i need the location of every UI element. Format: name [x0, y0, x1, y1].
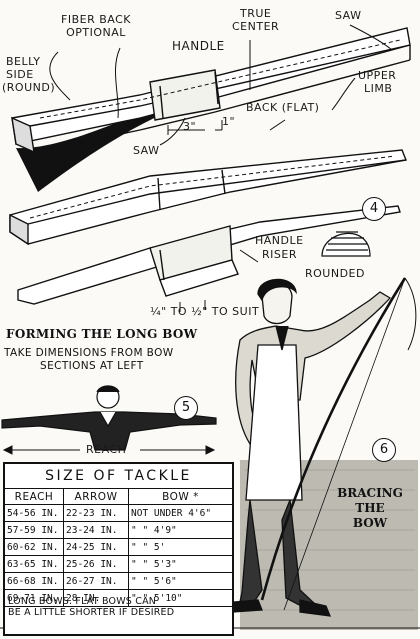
- cell-arrow: 25-26 IN.: [63, 555, 129, 573]
- label-handle-riser-2: RISER: [262, 248, 297, 261]
- archer-figure: [231, 278, 392, 617]
- label-belly: BELLY: [6, 55, 41, 68]
- middle-bow-stave: [9, 149, 407, 246]
- caption-line-3: BOW: [352, 516, 388, 530]
- table-footnote: LONG BOWS. FLAT BOWS CAN BE A LITTLE SHO…: [8, 596, 232, 618]
- cell-bow: " " 5': [128, 538, 232, 556]
- cell-reach: 57-59 IN.: [5, 521, 64, 539]
- caption-line-1: BRACING: [337, 486, 403, 500]
- table-title: SIZE OF TACKLE: [45, 468, 192, 484]
- table-row: 60-62 IN. 24-25 IN. " " 5': [5, 538, 232, 556]
- tackle-size-table: SIZE OF TACKLE REACH ARROW BOW * 54-56 I…: [3, 462, 234, 636]
- table-header-row: REACH ARROW BOW *: [5, 488, 232, 505]
- cell-reach: 60-62 IN.: [5, 538, 64, 556]
- cell-bow: " " 5'6": [128, 572, 232, 590]
- label-reach: REACH: [86, 443, 127, 456]
- cell-bow: " " 4'9": [128, 521, 232, 539]
- table-row: 57-59 IN. 23-24 IN. " " 4'9": [5, 521, 232, 539]
- label-side: SIDE: [6, 68, 34, 81]
- label-saw-mid: SAW: [133, 144, 160, 157]
- cell-bow: NOT UNDER 4'6": [128, 504, 232, 522]
- cell-arrow: 24-25 IN.: [63, 538, 129, 556]
- figure-number-5: 5: [174, 396, 198, 420]
- label-limb: LIMB: [364, 82, 393, 95]
- long-bow: [260, 277, 417, 611]
- label-dim-1: 1": [222, 115, 236, 128]
- section-instruction-1: TAKE DIMENSIONS FROM BOW: [4, 347, 174, 359]
- label-center: CENTER: [232, 20, 280, 33]
- label-true: TRUE: [240, 7, 272, 20]
- table-row: 63-65 IN. 25-26 IN. " " 5'3": [5, 555, 232, 573]
- label-handle-riser-1: HANDLE: [255, 234, 304, 247]
- figure-number-4: 4: [362, 197, 386, 221]
- label-handle: HANDLE: [172, 39, 225, 53]
- figure-number-6: 6: [372, 438, 396, 462]
- label-rounded: ROUNDED: [305, 267, 365, 280]
- table-row: 54-56 IN. 22-23 IN. NOT UNDER 4'6": [5, 504, 232, 522]
- header-bow: BOW *: [128, 488, 232, 505]
- table-row: 66-68 IN. 26-27 IN. " " 5'6": [5, 572, 232, 590]
- label-saw-top: SAW: [335, 9, 362, 22]
- header-reach: REACH: [5, 488, 64, 505]
- reach-figure: [1, 385, 217, 451]
- label-fiber-back: FIBER BACK: [61, 13, 131, 26]
- label-to-suit: ¼" TO ½" TO SUIT: [150, 305, 260, 318]
- cell-reach: 66-68 IN.: [5, 572, 64, 590]
- table-grid: REACH ARROW BOW * 54-56 IN. 22-23 IN. NO…: [5, 488, 232, 607]
- fiber-back-strip: [16, 100, 175, 192]
- section-instruction-2: SECTIONS AT LEFT: [40, 360, 144, 372]
- cell-arrow: 22-23 IN.: [63, 504, 129, 522]
- cell-bow: " " 5'10": [128, 589, 232, 607]
- cell-bow: " " 5'3": [128, 555, 232, 573]
- footnote-line-1: LONG BOWS. FLAT BOWS CAN: [8, 596, 157, 607]
- bottom-bow-stave: [17, 205, 401, 305]
- label-back-flat: BACK (FLAT): [246, 101, 320, 114]
- section-title: FORMING THE LONG BOW: [6, 327, 198, 341]
- label-dim-3: 3": [183, 120, 197, 133]
- leader-lines: [49, 24, 393, 312]
- caption-line-2: THE: [355, 501, 385, 515]
- label-optional: OPTIONAL: [66, 26, 126, 39]
- cell-reach: 63-65 IN.: [5, 555, 64, 573]
- cell-reach: 54-56 IN.: [5, 504, 64, 522]
- cell-arrow: 28 IN.: [63, 589, 129, 607]
- cell-arrow: 23-24 IN.: [63, 521, 129, 539]
- cell-reach: 69-71 IN.: [5, 589, 64, 607]
- label-round: (ROUND): [2, 81, 56, 94]
- header-arrow: ARROW: [63, 488, 129, 505]
- label-upper: UPPER: [358, 69, 397, 82]
- reach-arrows: [2, 445, 216, 455]
- cell-arrow: 26-27 IN.: [63, 572, 129, 590]
- table-row: 69-71 IN. 28 IN. " " 5'10": [5, 589, 232, 607]
- bracing-caption: BRACING THE BOW: [333, 486, 407, 531]
- rounded-section-icon: [321, 231, 371, 257]
- footnote-line-2: BE A LITTLE SHORTER IF DESIRED: [8, 607, 175, 618]
- top-bow-stave: [11, 27, 411, 154]
